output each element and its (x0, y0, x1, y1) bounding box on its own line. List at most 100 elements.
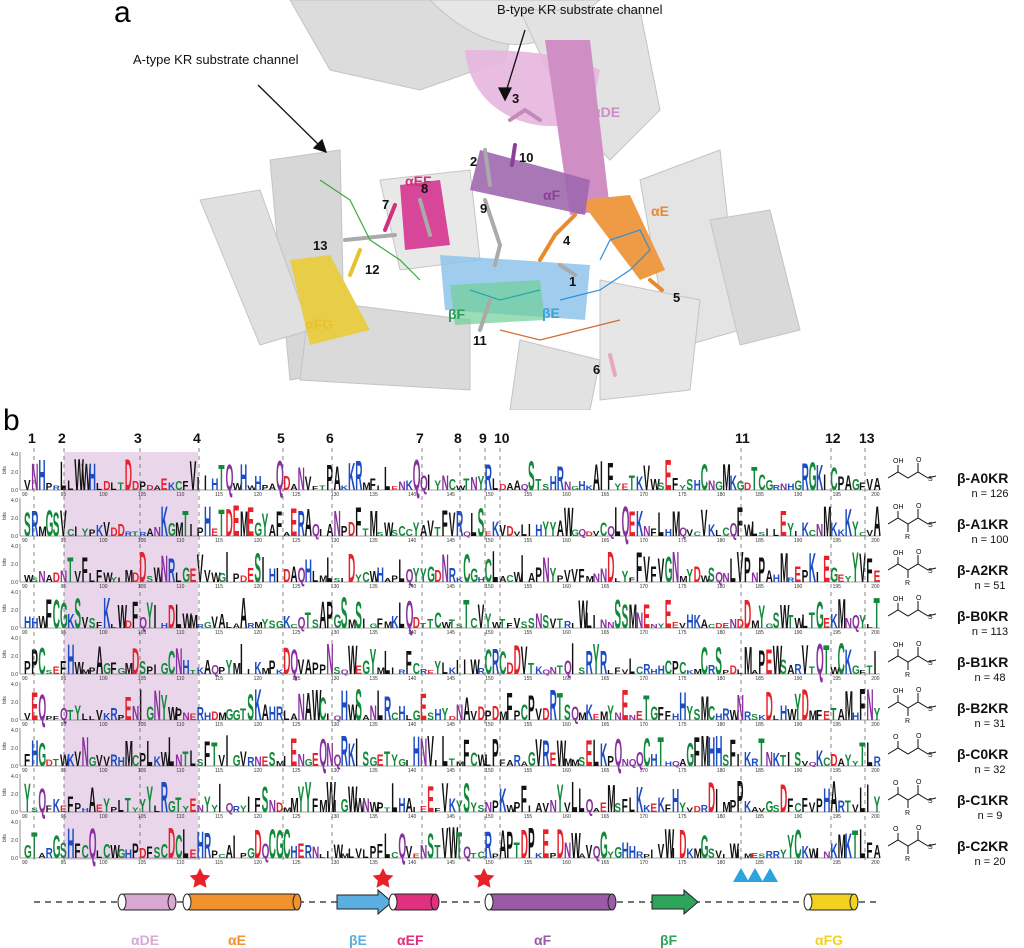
x-tick: 190 (794, 584, 803, 590)
logo-glyph: P (391, 574, 398, 585)
logo-glyph: L (67, 477, 73, 493)
logo-glyph: S (362, 748, 369, 771)
molecule-o: O (916, 549, 922, 556)
logo-glyph: F (182, 480, 188, 493)
logo-glyph: G (254, 520, 262, 541)
x-tick: 125 (292, 768, 301, 774)
logo-glyph: K (816, 745, 823, 771)
x-tick: 100 (99, 584, 108, 590)
logo-glyph: K (103, 589, 110, 637)
cofactor-lines (319, 179, 651, 341)
x-tick: 150 (485, 630, 494, 636)
molecule-o: O (916, 779, 922, 786)
logo-glyph: S (377, 532, 384, 538)
logo-glyph: C (708, 623, 715, 629)
logo-glyph: P (175, 705, 182, 723)
x-tick: 185 (755, 676, 764, 682)
logo-glyph: T (658, 730, 664, 775)
logo-glyph: L (190, 745, 196, 771)
logo-glyph: W (449, 818, 459, 868)
x-tick: 200 (871, 860, 880, 866)
logo-glyph: F (254, 796, 260, 817)
logo-glyph: P (528, 690, 535, 728)
logo-glyph: H (31, 732, 38, 774)
logo-glyph: T (420, 621, 427, 629)
ss-helix-aEF (388, 893, 440, 911)
logo-glyph: K (535, 851, 543, 859)
logo-glyph: T (557, 684, 563, 728)
logo-glyph: W (442, 621, 452, 630)
logo-glyph: T (449, 756, 455, 769)
logo-glyph: S (427, 711, 434, 724)
callout-b-type-channel: B-type KR substrate channel (497, 2, 663, 17)
logo-glyph: S (427, 828, 434, 866)
logo-glyph: A (463, 692, 470, 728)
logo-glyph: V (204, 566, 211, 586)
x-tick: 135 (369, 584, 378, 590)
logo-glyph: L (110, 482, 117, 493)
logo-glyph: G (650, 704, 658, 725)
x-tick: 90 (22, 722, 28, 728)
ss-helix-aF (484, 893, 617, 911)
logo-glyph: T (845, 798, 852, 816)
logo-glyph: N (420, 732, 427, 776)
x-tick: 150 (485, 722, 494, 728)
logo-glyph: I (154, 661, 157, 677)
logo-glyph: G (766, 798, 774, 816)
logo-glyph: N (370, 701, 377, 725)
logo-glyph: I (190, 520, 193, 540)
logo-glyph: M (809, 707, 817, 723)
logo-glyph: L (82, 712, 88, 723)
star-marker (189, 868, 211, 888)
x-tick: 185 (755, 630, 764, 636)
x-tick: 150 (485, 814, 494, 820)
logo-glyph: Q (334, 750, 342, 769)
x-tick: 110 (176, 538, 184, 544)
logo-glyph: F (434, 807, 440, 813)
logo-glyph: H (658, 664, 665, 677)
position-label-12: 12 (825, 430, 841, 446)
logo-glyph: V (866, 476, 873, 494)
logo-glyph: I (377, 484, 380, 492)
logo-glyph: N (197, 804, 204, 815)
logo-glyph: Y (794, 686, 801, 728)
x-tick: 195 (833, 860, 842, 866)
logo-glyph: S (528, 614, 535, 632)
logo-glyph: I (816, 569, 819, 585)
residue-7: 7 (382, 197, 390, 212)
logo-glyph: G (715, 480, 723, 493)
logo-glyph: T (456, 824, 462, 866)
logo-glyph: L (737, 668, 743, 676)
logo-glyph: K (636, 503, 643, 544)
logo-glyph: P (89, 528, 96, 539)
row-name-A2: β-A2KR (957, 562, 1009, 578)
logo-glyph: L (96, 850, 103, 861)
x-tick: 130 (331, 584, 340, 590)
logo-glyph: R (874, 753, 881, 769)
logo-glyph: K (744, 798, 752, 816)
logo-glyph: I (139, 680, 142, 730)
label-aFG: αFG (305, 316, 334, 332)
x-tick: 95 (61, 492, 67, 498)
logo-glyph: R (110, 751, 117, 769)
logo-glyph: H (24, 613, 31, 631)
logo-glyph: F (499, 758, 505, 769)
x-tick: 165 (601, 860, 610, 866)
logo-glyph: L (175, 598, 181, 636)
logo-glyph: N (708, 477, 715, 493)
x-tick: 130 (331, 768, 340, 774)
logo-glyph: L (384, 462, 390, 499)
x-tick: 105 (138, 538, 147, 544)
x-tick: 95 (61, 814, 67, 820)
x-tick: 135 (369, 860, 378, 866)
logo-glyph: D (449, 715, 456, 721)
logo-glyph: N (823, 851, 830, 861)
logo-glyph: R (485, 456, 492, 498)
logo-glyph: V (96, 707, 103, 723)
logo-glyph: C (218, 853, 225, 859)
logo-glyph: I (600, 454, 603, 499)
logo-glyph: V (478, 598, 485, 636)
x-tick: 150 (485, 676, 494, 682)
x-tick: 200 (871, 630, 880, 636)
